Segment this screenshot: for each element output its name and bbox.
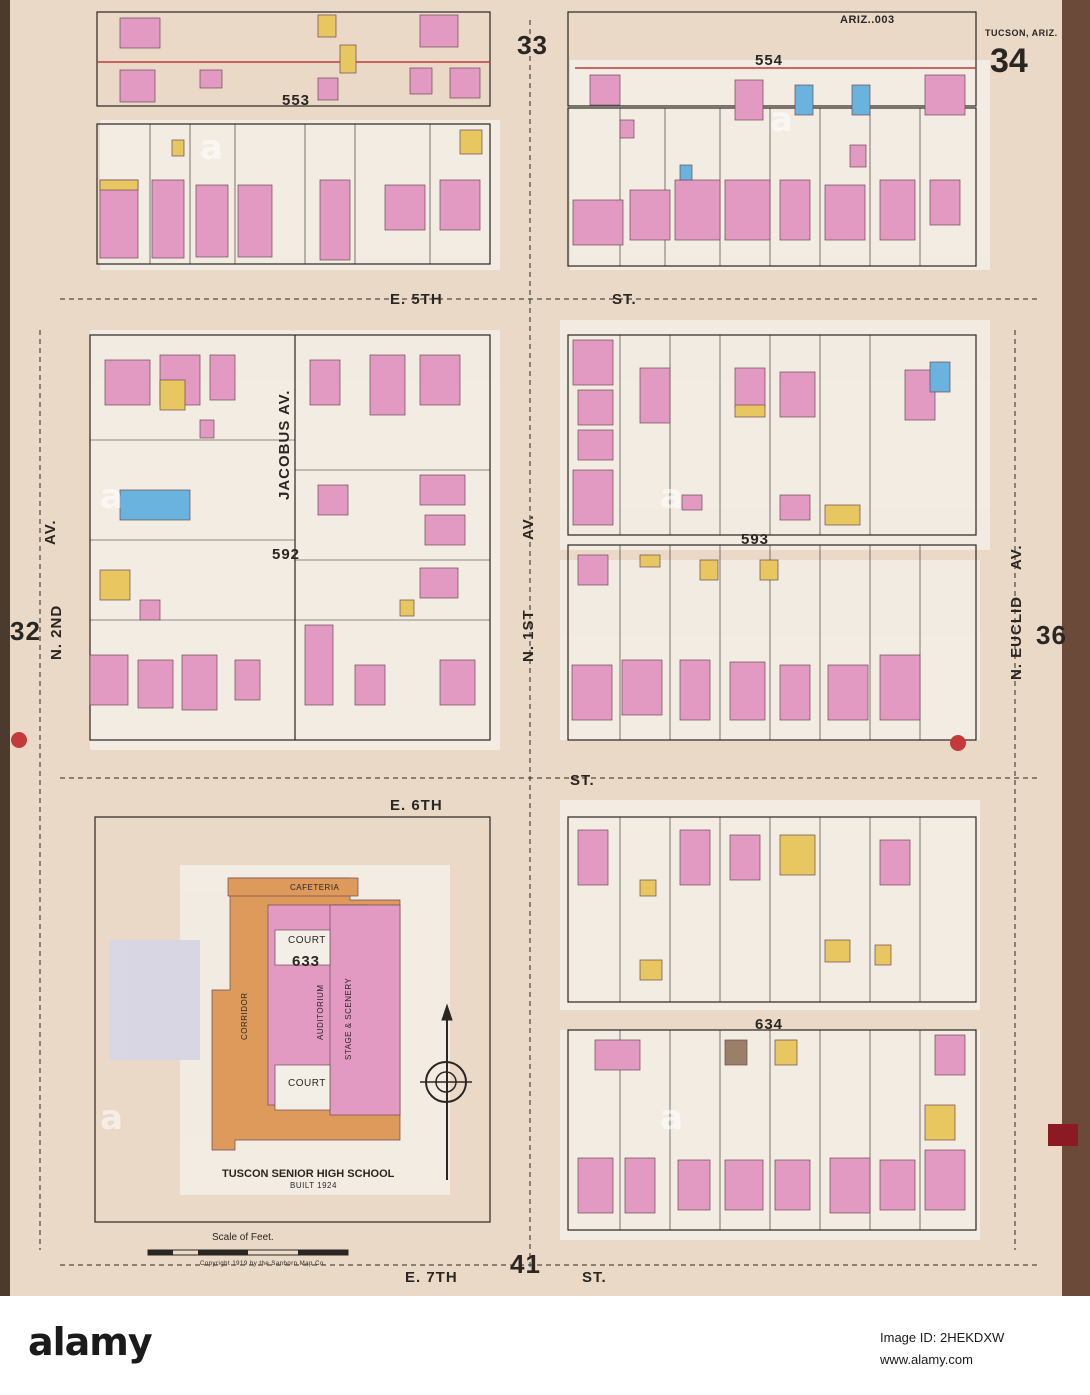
- school-name: TUSCON SENIOR HIGH SCHOOL: [222, 1168, 395, 1180]
- street-e7th: E. 7TH: [405, 1269, 458, 1286]
- street-e5th: E. 5TH: [390, 291, 443, 308]
- sheet-number: 34: [990, 42, 1028, 80]
- compass-rose-icon: [420, 1003, 472, 1180]
- school-corridor: CORRIDOR: [240, 992, 249, 1040]
- school-court-bottom: COURT: [288, 1078, 326, 1089]
- hydrant-marker: [11, 732, 27, 748]
- adjacent-sheet-top: 33: [517, 30, 548, 60]
- block-553: 553: [282, 92, 311, 109]
- adjacent-sheet-left: 32: [10, 616, 41, 646]
- street-n2nd: N. 2ND: [48, 604, 65, 660]
- street-neuclid: N. EUCLID: [1008, 596, 1025, 680]
- street-e6th-st: ST.: [570, 772, 595, 789]
- image-url: www.alamy.com: [880, 1352, 973, 1367]
- school-auditorium: AUDITORIUM: [316, 984, 325, 1040]
- street-jacobus: JACOBUS AV.: [276, 389, 293, 500]
- street-n1st-av: AV.: [520, 514, 537, 540]
- street-e6th: E. 6TH: [390, 797, 443, 814]
- street-e7th-st: ST.: [582, 1269, 607, 1286]
- binding-edge: [1062, 0, 1090, 1296]
- street-centerlines: [39, 20, 1040, 1270]
- hydrant-marker-2: [950, 735, 966, 751]
- header-code: ARIZ..003: [840, 14, 895, 26]
- block-554: 554: [755, 52, 784, 69]
- adjacent-sheet-bottom: 41: [510, 1249, 541, 1279]
- school-court-top: COURT: [288, 935, 326, 946]
- scale-label: Scale of Feet.: [212, 1232, 274, 1243]
- block-634: 634: [755, 1016, 784, 1033]
- school-built: BUILT 1924: [290, 1181, 337, 1190]
- adjacent-sheet-right: 36: [1036, 620, 1067, 650]
- street-n1st: N. 1ST: [520, 609, 537, 662]
- alamy-logo: alamy: [28, 1320, 153, 1364]
- block-593: 593: [741, 531, 770, 548]
- buildings: [89, 14, 966, 1214]
- binding-tab: [1048, 1124, 1078, 1146]
- city-label: TUCSON, ARIZ.: [985, 28, 1058, 38]
- scale-bar: [147, 1249, 349, 1256]
- watermark-bar: [0, 1296, 1090, 1390]
- school-stage: STAGE & SCENERY: [344, 977, 353, 1060]
- street-n2nd-av: AV.: [42, 519, 59, 545]
- block-592: 592: [272, 546, 301, 563]
- image-id: Image ID: 2HEKDXW: [880, 1330, 1005, 1345]
- block-outlines: [89, 11, 977, 1231]
- school-cafeteria: CAFETERIA: [290, 883, 340, 892]
- street-neuclid-av: AV.: [1008, 544, 1025, 570]
- block-633: 633: [292, 953, 321, 970]
- copyright-text: Copyright 1919 by the Sanborn Map Co.: [200, 1261, 326, 1267]
- street-e5th-st: ST.: [612, 291, 637, 308]
